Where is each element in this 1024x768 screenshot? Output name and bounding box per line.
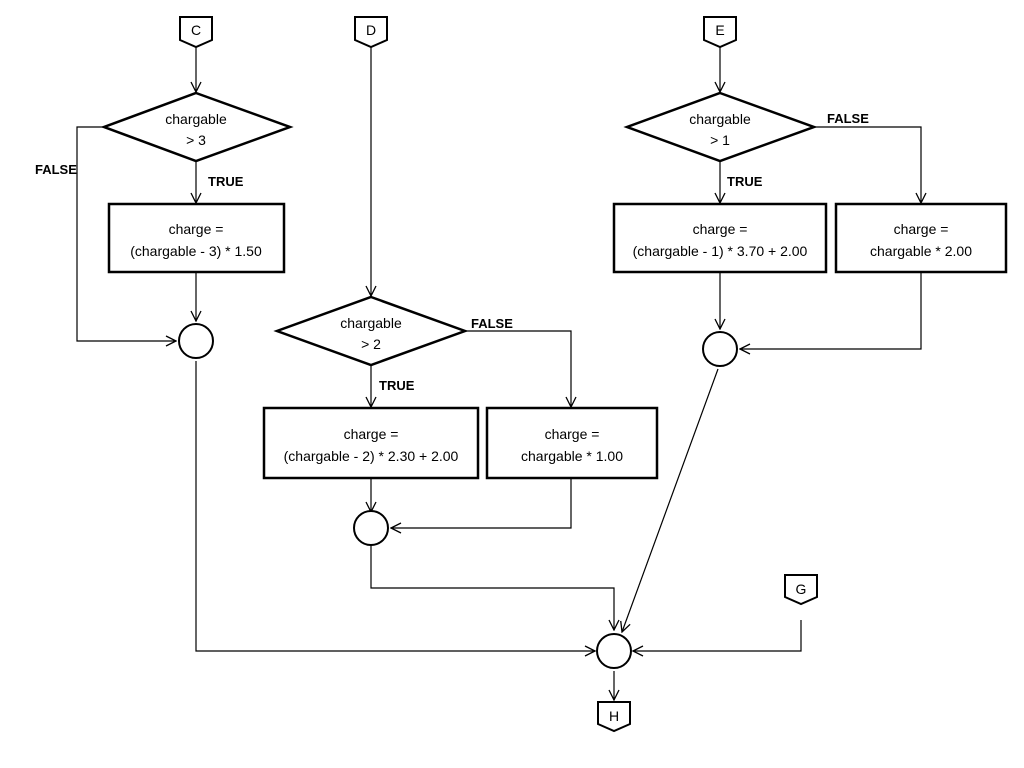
edge-label-d1-true: TRUE (208, 174, 244, 189)
junction-4 (596, 633, 632, 669)
process-charge-minus-3: charge = (chargable - 3) * 1.50 (107, 202, 286, 274)
edge-label-d2-false: FALSE (471, 316, 513, 331)
process-charge-minus-2: charge = (chargable - 2) * 2.30 + 2.00 (262, 406, 480, 480)
edges (76, 45, 922, 700)
decision-chargable-gt-3: chargable > 3 (100, 91, 294, 163)
edge-label-d1-false: FALSE (35, 162, 77, 177)
edge-label-d3-true: TRUE (727, 174, 763, 189)
edge-p5-to-j3 (740, 272, 922, 349)
connector-g: G (784, 574, 818, 606)
connector-h: H (597, 701, 631, 733)
edge-label-d3-false: FALSE (827, 111, 869, 126)
decision-2-line1: chargable (340, 315, 402, 331)
edge-g-to-j4 (633, 620, 802, 651)
process-charge-times-1: charge = chargable * 1.00 (485, 406, 659, 480)
edge-p3-to-j2 (391, 478, 572, 528)
process-5-line1: charge = (894, 221, 949, 237)
decision-2-line2: > 2 (361, 336, 381, 352)
connector-c-label: C (191, 22, 201, 38)
process-4-line2: (chargable - 1) * 3.70 + 2.00 (633, 243, 808, 259)
process-2-line1: charge = (344, 426, 399, 442)
decision-chargable-gt-1: chargable > 1 (623, 91, 818, 163)
decision-3-line1: chargable (689, 111, 751, 127)
decision-1-line1: chargable (165, 111, 227, 127)
connector-e: E (703, 16, 737, 49)
junction-2 (353, 510, 389, 546)
edge-d2-false-to-p3 (465, 330, 571, 407)
decision-3-line2: > 1 (710, 132, 730, 148)
edge-label-d2-true: TRUE (379, 378, 415, 393)
connector-e-label: E (715, 22, 724, 38)
decision-chargable-gt-2: chargable > 2 (273, 295, 469, 367)
connector-c: C (179, 16, 213, 49)
edge-j1-to-j4 (195, 361, 595, 651)
junction-3 (702, 331, 738, 367)
edge-d1-false-to-j1 (76, 126, 176, 341)
process-3-line1: charge = (545, 426, 600, 442)
process-charge-minus-1: charge = (chargable - 1) * 3.70 + 2.00 (612, 202, 828, 274)
edge-j3-to-j4 (622, 368, 719, 632)
connector-h-label: H (609, 708, 619, 724)
connector-d: D (354, 16, 388, 49)
decision-1-line2: > 3 (186, 132, 206, 148)
process-2-line2: (chargable - 2) * 2.30 + 2.00 (284, 448, 459, 464)
edge-d3-false-to-p5 (814, 126, 921, 203)
connector-g-label: G (796, 581, 807, 597)
connector-d-label: D (366, 22, 376, 38)
junction-1 (178, 323, 214, 359)
process-1-line2: (chargable - 3) * 1.50 (130, 243, 262, 259)
process-1-line1: charge = (169, 221, 224, 237)
process-3-line2: chargable * 1.00 (521, 448, 623, 464)
process-charge-times-2: charge = chargable * 2.00 (834, 202, 1008, 274)
edge-j2-to-j4 (370, 544, 614, 630)
process-4-line1: charge = (693, 221, 748, 237)
process-5-line2: chargable * 2.00 (870, 243, 972, 259)
